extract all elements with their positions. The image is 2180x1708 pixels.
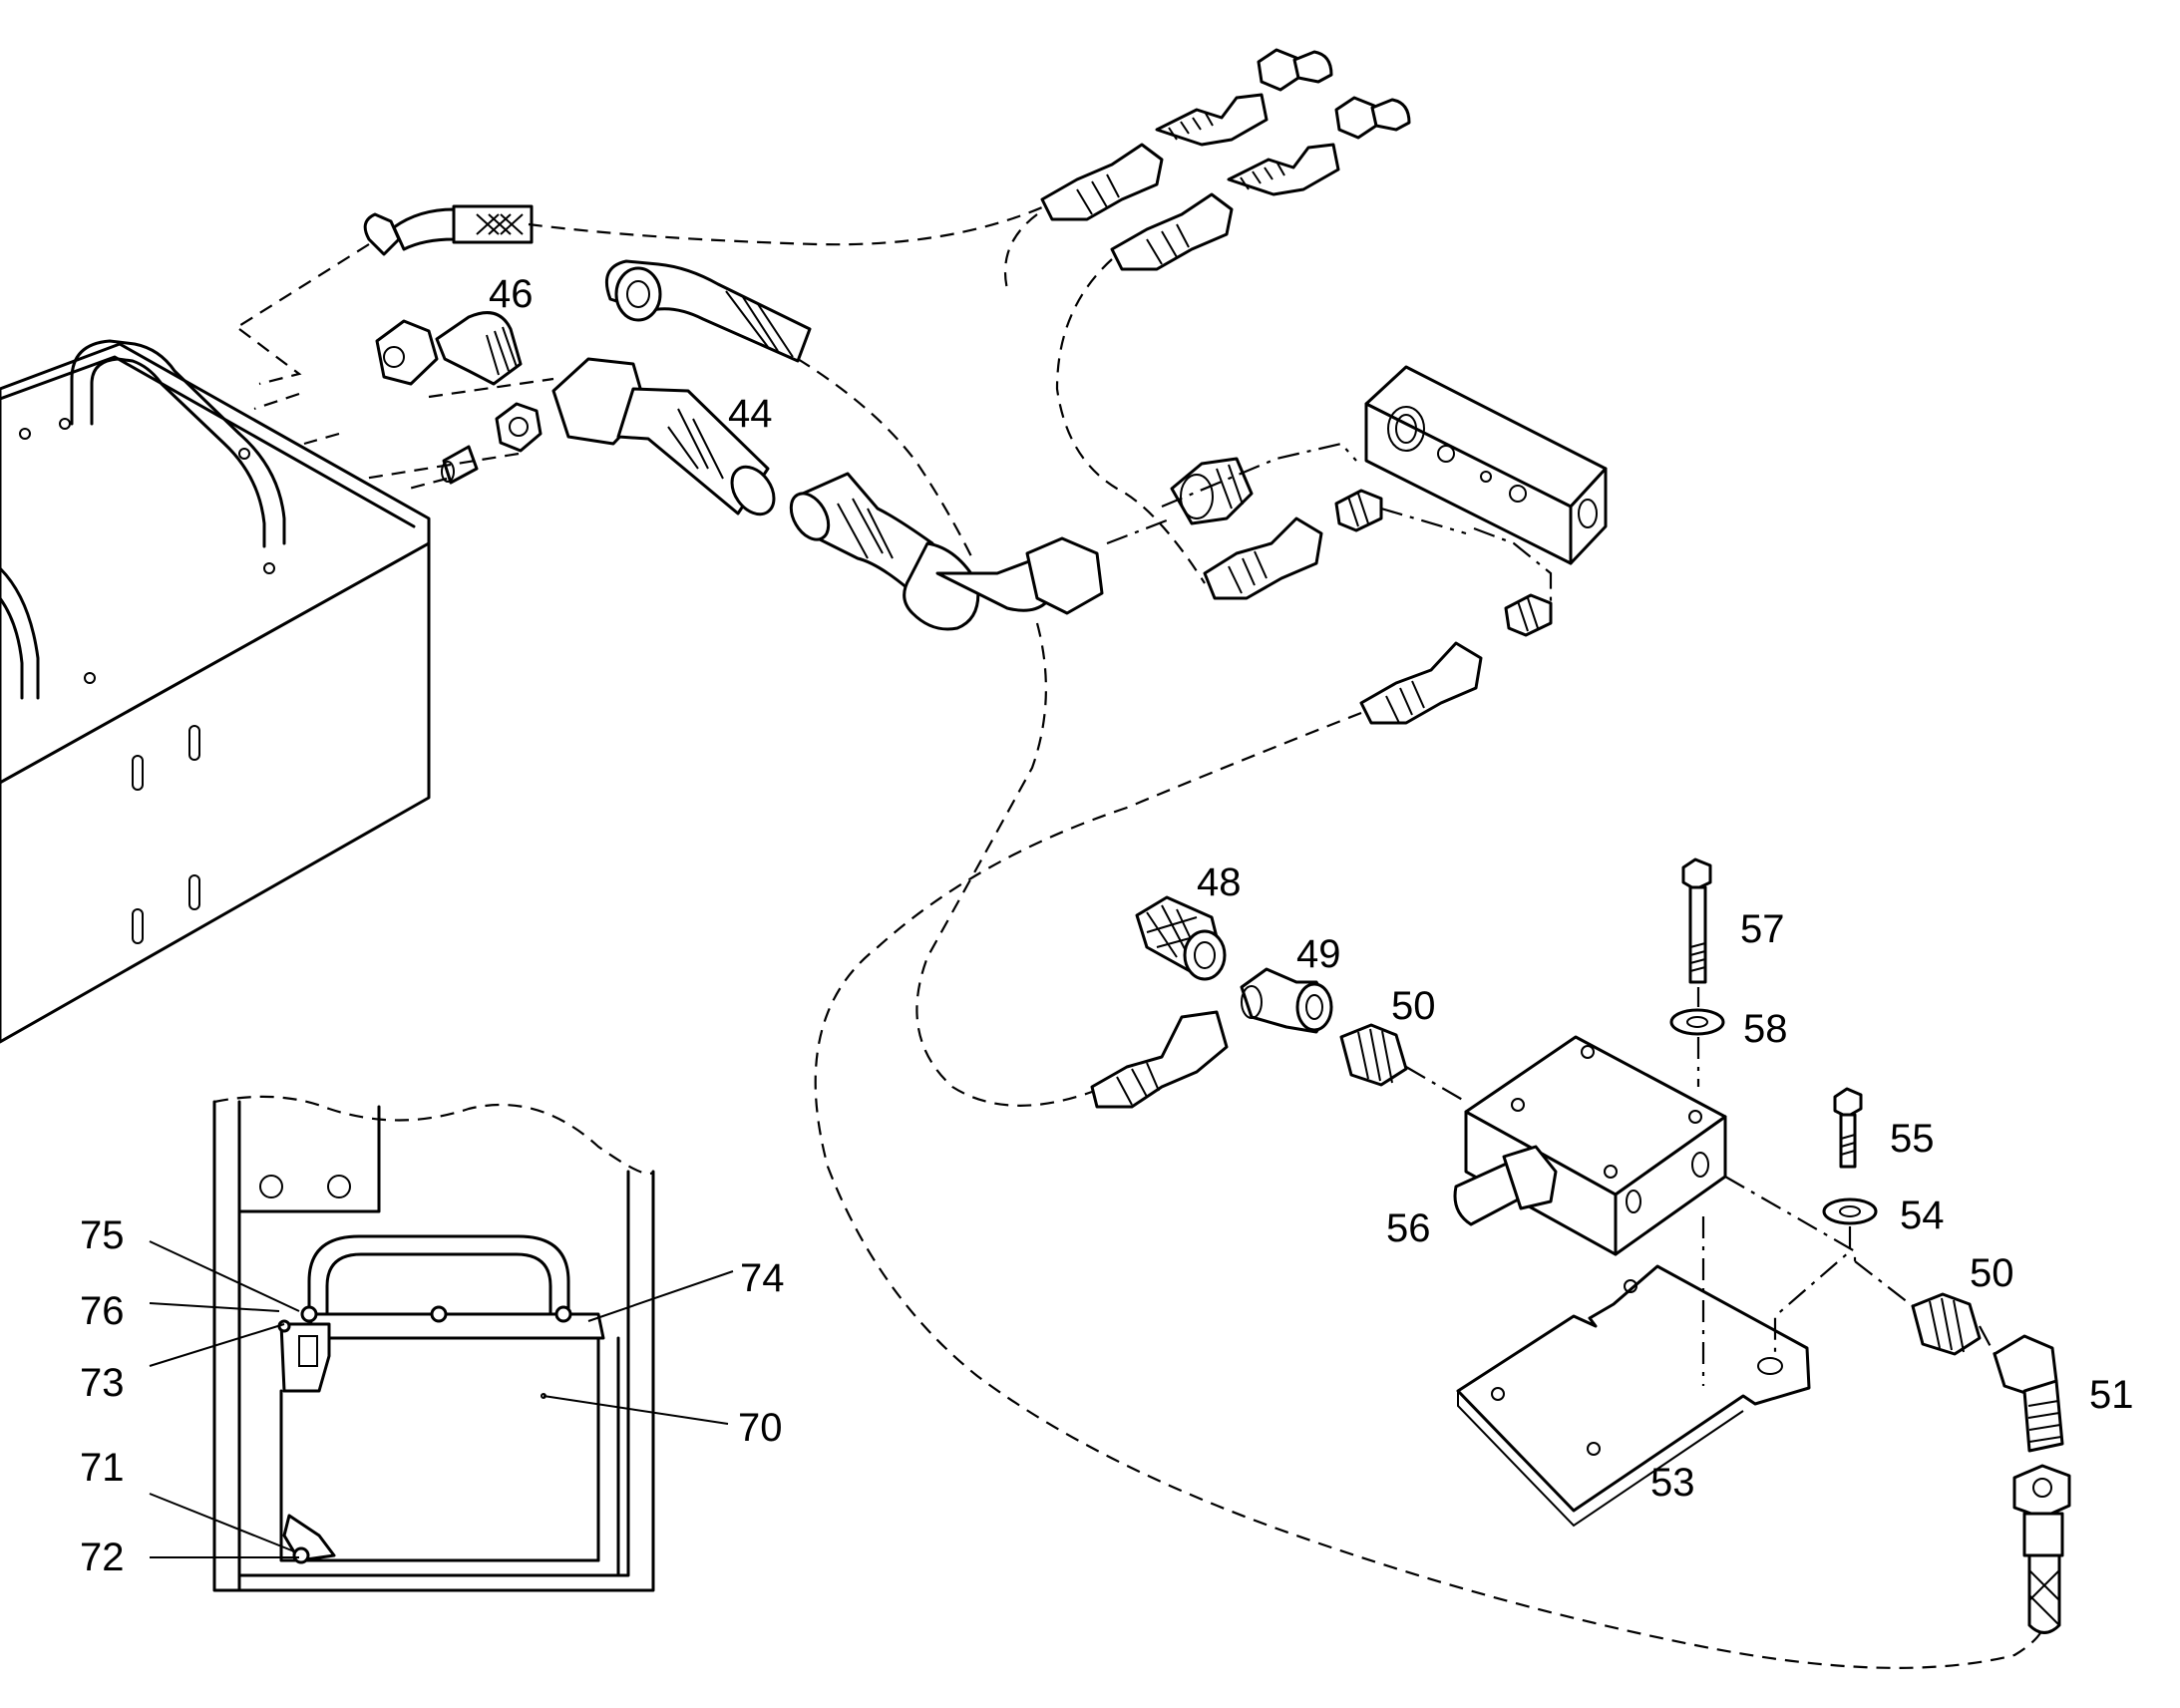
label-71: 71 [80, 1446, 125, 1490]
label-76: 76 [80, 1289, 125, 1333]
manifold-fittings [1170, 457, 1553, 725]
label-51: 51 [2089, 1373, 2134, 1417]
bolt-55 [1833, 1087, 1863, 1169]
label-54: 54 [1900, 1194, 1945, 1237]
adapter-50-lower [1911, 1292, 1982, 1356]
detail-inset [212, 1095, 655, 1592]
label-57: 57 [1740, 907, 1785, 951]
label-56: 56 [1386, 1206, 1431, 1250]
bolt-57 [1681, 857, 1712, 984]
tee-fitting-49 [1240, 967, 1333, 1034]
elbow-fitting-46 [375, 311, 523, 386]
label-74: 74 [740, 1256, 785, 1300]
label-75: 75 [80, 1213, 125, 1257]
label-73: 73 [80, 1361, 125, 1405]
part-labels: 44 46 48 49 50 50 51 53 54 55 56 57 58 7… [80, 272, 2134, 1579]
label-48: 48 [1197, 860, 1242, 904]
washer-54 [1822, 1197, 1878, 1225]
label-58: 58 [1743, 1007, 1788, 1051]
label-55: 55 [1890, 1117, 1935, 1161]
label-46: 46 [489, 272, 534, 316]
label-49: 49 [1296, 932, 1341, 976]
elbow-fitting-51 [1993, 1334, 2064, 1453]
washer-58 [1669, 1008, 1725, 1036]
label-53: 53 [1650, 1461, 1695, 1505]
machine-housing [0, 339, 431, 1044]
hose-end-lower [1090, 1010, 1229, 1109]
label-72: 72 [80, 1536, 125, 1579]
leader-lines [149, 1240, 734, 1558]
label-44: 44 [728, 392, 773, 436]
fitting-48 [1135, 895, 1227, 981]
nut-and-plug [441, 402, 543, 485]
connection-lines [233, 205, 2046, 1669]
mounting-plate-53 [1456, 1264, 1811, 1528]
valve-block-56 [1453, 1035, 1727, 1256]
bent-hose-top [605, 259, 812, 363]
label-50-upper: 50 [1391, 984, 1436, 1028]
manifold-block [1364, 365, 1608, 565]
label-70: 70 [738, 1406, 783, 1450]
label-50-lower: 50 [1970, 1251, 2014, 1295]
hose-assembly-44 [551, 357, 1104, 631]
adapter-50-upper [1339, 1023, 1408, 1087]
hose-end-bottom-right [2012, 1464, 2071, 1634]
upper-right-fittings [1040, 48, 1411, 271]
hose-fitting-top-left [363, 204, 534, 256]
